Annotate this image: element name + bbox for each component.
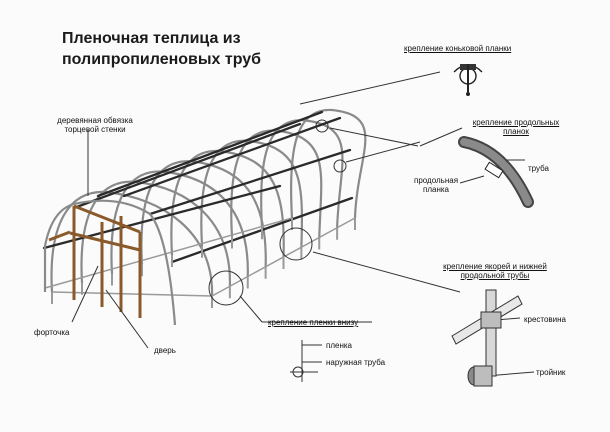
label-long-bar: продольная планка	[414, 176, 458, 194]
detail-markers	[208, 119, 347, 306]
label-long-fix-line-1: крепление продольных	[472, 118, 560, 127]
front-arch-frame	[43, 199, 177, 326]
bottom-pipes	[44, 217, 356, 297]
arch	[289, 108, 367, 220]
ridge-clip-drawing	[453, 64, 483, 96]
label-anchor-fix: крепление якорей и нижней продольной тру…	[432, 262, 558, 280]
longitudinal-bar	[96, 110, 324, 198]
label-wood-frame: деревянная обвязка торцевой стенки	[50, 116, 140, 134]
label-long-fix: крепление продольных планок	[456, 118, 576, 136]
label-long-bar-line-2: планка	[423, 185, 449, 194]
greenhouse-arches	[50, 108, 367, 298]
label-wood-frame-line-1: деревянная обвязка	[57, 116, 133, 125]
cross-tee-drawing	[451, 289, 523, 387]
longitudinal-bar	[122, 116, 342, 198]
label-anchor-fix-line-2: продольной трубы	[460, 271, 530, 280]
label-anchor-fix-line-1: крепление якорей и нижней	[443, 262, 547, 271]
film-detail-marker	[208, 270, 244, 306]
label-vent: форточка	[34, 328, 70, 337]
label-tee: тройник	[536, 368, 566, 377]
leader-lines	[71, 71, 535, 377]
arch	[260, 119, 344, 229]
wooden-end-frame	[48, 204, 142, 318]
title-line-1: Пленочная теплица из	[62, 30, 241, 47]
label-pipe: труба	[528, 164, 549, 173]
label-door: дверь	[154, 346, 176, 355]
film-clamp-drawing	[290, 340, 322, 382]
label-film-fix-bottom: крепление пленки внизу	[268, 318, 359, 327]
side-bottom-pipe	[51, 291, 213, 297]
label-wood-frame-line-2: торцевой стенки	[64, 125, 126, 134]
longitudinal-bar	[148, 148, 352, 216]
label-long-bar-line-1: продольная	[414, 176, 459, 185]
bar-clip-drawing	[458, 136, 534, 208]
longitudinal-bars	[42, 110, 354, 264]
label-outer-pipe: наружная труба	[326, 358, 386, 367]
longitudinal-bar	[72, 122, 302, 210]
title-line-2: полипропиленовых труб	[62, 51, 262, 68]
anchor-legs	[51, 218, 356, 308]
bar-detail-marker	[333, 159, 347, 173]
label-ridge-fix: крепление коньковой планки	[404, 44, 512, 53]
label-long-fix-line-2: планок	[503, 127, 529, 136]
diagram-title: Пленочная теплица из полипропиленовых тр…	[62, 28, 322, 70]
front-bottom-pipe	[44, 217, 293, 289]
anchor-detail-marker	[279, 227, 313, 261]
label-cross: крестовина	[524, 315, 567, 324]
label-film: пленка	[326, 341, 352, 350]
ridge-detail-marker	[315, 119, 329, 133]
